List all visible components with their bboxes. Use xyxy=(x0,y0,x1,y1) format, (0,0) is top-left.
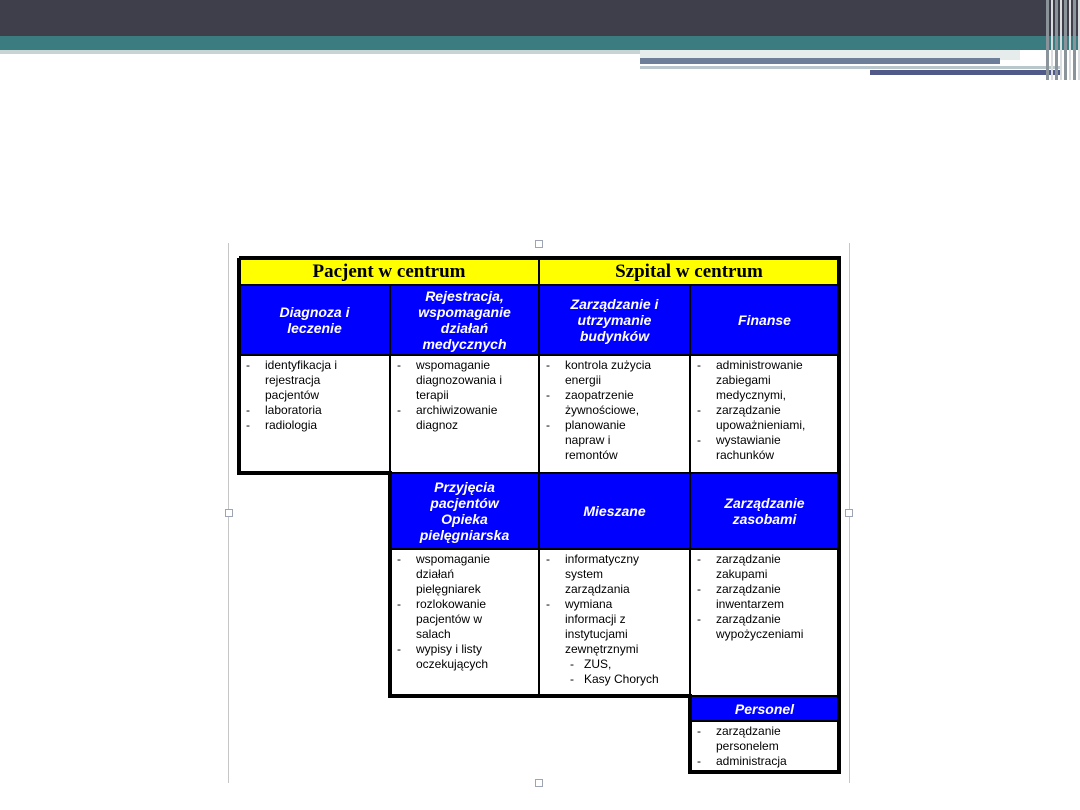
module-body-buildings: kontrola zużycia energii zaopatrzenie ży… xyxy=(539,355,690,473)
list-item: zarządzanie inwentarzem xyxy=(697,582,836,612)
slide-accent-band-light xyxy=(0,50,640,54)
group-header-patient-label: Pacjent w centrum xyxy=(312,260,466,282)
list-item: identyfikacja i rejestracja pacjentów xyxy=(246,358,387,403)
module-body-diagnosis: identyfikacja i rejestracja pacjentów la… xyxy=(239,355,390,473)
list-item: kontrola zużycia energii xyxy=(546,358,687,388)
decorative-rule xyxy=(640,66,1060,69)
list-item: wspomaganie działań pielęgniarek xyxy=(397,552,536,597)
module-body-admissions: wspomaganie działań pielęgniarek rozloko… xyxy=(390,549,539,696)
group-header-hospital-label: Szpital w centrum xyxy=(615,260,763,282)
slide-title-bar xyxy=(0,0,1080,36)
list-item: administracja xyxy=(697,754,836,769)
resize-handle-left[interactable] xyxy=(225,509,233,517)
module-title: Mieszane xyxy=(583,503,646,519)
module-title: Rejestracja, wspomaganie działań medyczn… xyxy=(418,288,511,352)
list-item: wystawianie rachunków xyxy=(697,433,836,463)
decorative-edge-stripes xyxy=(1046,0,1080,80)
list-item: administrowanie zabiegami medycznymi, xyxy=(697,358,836,403)
module-title: Diagnoza i leczenie xyxy=(279,304,350,336)
resize-handle-right[interactable] xyxy=(845,509,853,517)
module-header-mixed: Mieszane xyxy=(539,473,690,549)
module-title: Zarządzanie i utrzymanie budynków xyxy=(570,296,659,344)
diagram-outline xyxy=(237,256,841,774)
module-title: Personel xyxy=(734,700,795,717)
decorative-rule xyxy=(870,70,1060,75)
module-header-admissions: Przyjęcia pacjentów Opieka pielęgniarska xyxy=(390,473,539,549)
list-item: wymiana informacji z instytucjami zewnęt… xyxy=(546,597,687,657)
module-body-registration: wspomaganie diagnozowania i terapii arch… xyxy=(390,355,539,473)
module-body-mixed: informatyczny system zarządzania wymiana… xyxy=(539,549,690,696)
resize-handle-top[interactable] xyxy=(535,240,543,248)
list-item: informatyczny system zarządzania xyxy=(546,552,687,597)
module-body-resources: zarządzanie zakupami zarządzanie inwenta… xyxy=(690,549,839,696)
sub-list-item: Kasy Chorych xyxy=(546,672,687,687)
hospital-system-diagram: Pacjent w centrum Szpital w centrum Diag… xyxy=(237,253,844,776)
sub-list-item: ZUS, xyxy=(546,657,687,672)
list-item: laboratoria xyxy=(246,403,387,418)
list-item: planowanie napraw i remontów xyxy=(546,418,687,463)
list-item: zarządzanie wypożyczeniami xyxy=(697,612,836,642)
list-item: radiologia xyxy=(246,418,387,433)
list-item: zarządzanie personelem xyxy=(697,724,836,754)
module-title: Finanse xyxy=(738,312,791,328)
decorative-rule xyxy=(640,50,1020,60)
module-title: Zarządzanie zasobami xyxy=(724,495,805,527)
module-body-finance: administrowanie zabiegami medycznymi, za… xyxy=(690,355,839,473)
list-item: zarządzanie zakupami xyxy=(697,552,836,582)
module-header-diagnosis: Diagnoza i leczenie xyxy=(239,285,390,355)
module-header-registration: Rejestracja, wspomaganie działań medyczn… xyxy=(390,285,539,355)
list-item: zaopatrzenie żywnościowe, xyxy=(546,388,687,418)
list-item: rozlokowanie pacjentów w salach xyxy=(397,597,536,642)
module-title: Przyjęcia pacjentów Opieka pielęgniarska xyxy=(419,479,510,543)
module-header-finance: Finanse xyxy=(690,285,839,355)
resize-handle-bottom[interactable] xyxy=(535,779,543,787)
module-header-resources: Zarządzanie zasobami xyxy=(690,473,839,549)
decorative-rule xyxy=(640,58,1000,64)
list-item: zarządzanie upoważnieniami, xyxy=(697,403,836,433)
list-item: wypisy i listy oczekujących xyxy=(397,642,536,672)
slide-accent-band xyxy=(0,36,1080,50)
module-header-buildings: Zarządzanie i utrzymanie budynków xyxy=(539,285,690,355)
list-item: wspomaganie diagnozowania i terapii xyxy=(397,358,536,403)
module-header-staff: Personel xyxy=(690,696,839,721)
list-item: archiwizowanie diagnoz xyxy=(397,403,536,433)
